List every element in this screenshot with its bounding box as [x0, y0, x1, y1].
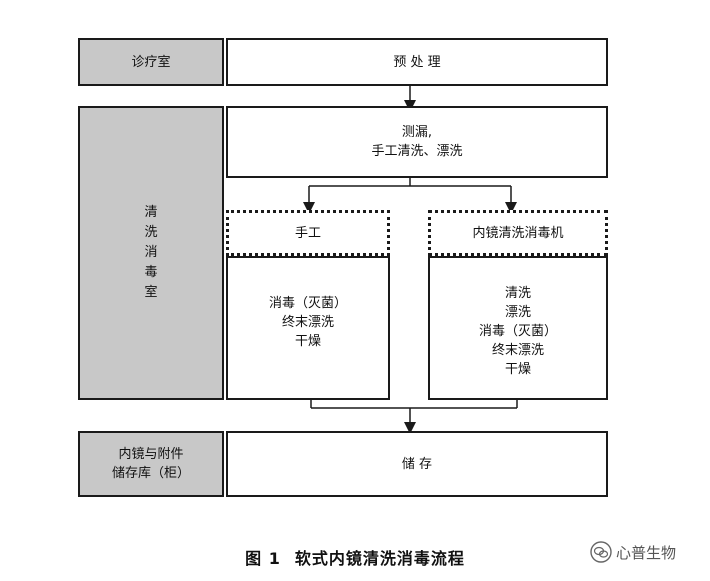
machine-process-line: 清洗 [504, 286, 531, 301]
manual-process-line: 消毒（灭菌） [268, 296, 347, 311]
storage-step: 储 存 [226, 431, 608, 497]
manual-header-text: 手工 [294, 225, 321, 241]
figure-caption: 图 1 软式内镜清洗消毒流程 [0, 545, 710, 569]
wash-room-label: 清洗消毒室 [78, 106, 224, 400]
storage-step-text: 储 存 [401, 456, 433, 472]
figure-number: 图 1 [245, 549, 281, 568]
machine-header-text: 内镜清洗消毒机 [472, 225, 564, 241]
machine-process-line: 干燥 [504, 362, 531, 377]
leak-test-line-2: 手工清洗、漂洗 [371, 144, 463, 159]
watermark-text: 心普生物 [616, 543, 677, 562]
storage-room-label-line-1: 内镜与附件 [118, 447, 184, 462]
machine-header: 内镜清洗消毒机 [428, 210, 608, 256]
storage-room-label: 内镜与附件 储存库（柜） [78, 431, 224, 497]
manual-process: 消毒（灭菌） 终末漂洗干燥 [226, 256, 390, 400]
wechat-icon [590, 541, 612, 563]
wash-room-label-char: 室 [144, 285, 158, 300]
figure-title: 软式内镜清洗消毒流程 [294, 549, 465, 568]
storage-room-label-line-2: 储存库（柜） [111, 466, 190, 481]
pretreatment-step: 预 处 理 [226, 38, 608, 86]
machine-process-line: 漂洗 [504, 305, 531, 320]
wash-room-label-char: 洗 [144, 225, 158, 240]
manual-process-line: 干燥 [294, 334, 321, 349]
machine-process-line: 消毒（灭菌） [478, 324, 557, 339]
watermark: 心普生物 [590, 541, 676, 563]
wash-room-label-char: 毒 [144, 265, 158, 280]
machine-process: 清洗漂洗消毒（灭菌） 终末漂洗干燥 [428, 256, 608, 400]
leak-test-step: 测漏, 手工清洗、漂洗 [226, 106, 608, 178]
leak-test-line-1: 测漏, [401, 125, 433, 140]
wash-room-label-char: 消 [144, 245, 158, 260]
clinic-label: 诊疗室 [78, 38, 224, 86]
manual-process-line: 终末漂洗 [281, 315, 334, 330]
machine-process-line: 终末漂洗 [491, 343, 544, 358]
manual-header: 手工 [226, 210, 390, 256]
wash-room-label-char: 清 [144, 205, 158, 220]
pretreatment-step-text: 预 处 理 [393, 54, 441, 70]
clinic-label-text: 诊疗室 [131, 54, 171, 70]
